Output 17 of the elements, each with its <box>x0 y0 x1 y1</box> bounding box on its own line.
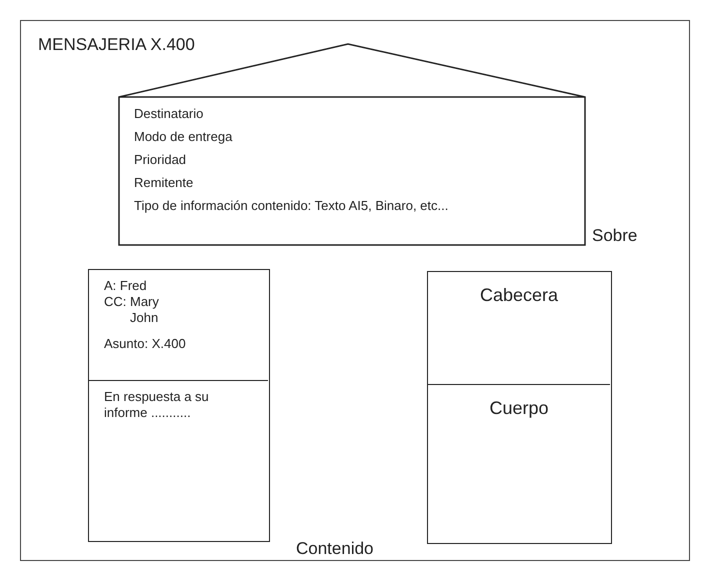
field-text: Prioridad <box>134 152 188 168</box>
field-text: Remitente <box>134 175 194 191</box>
message-text: CC: Mary <box>104 294 160 310</box>
field-text: Destinatario <box>134 106 204 122</box>
message-box <box>88 269 270 542</box>
section-title: Cabecera <box>480 284 558 306</box>
envelope-label: Sobre <box>592 225 638 247</box>
diagram-title: MENSAJERIA X.400 <box>38 34 195 56</box>
group-label: Contenido <box>296 538 374 560</box>
message-text: A: Fred <box>104 278 148 294</box>
message-text: John <box>129 310 160 326</box>
section-title: Cuerpo <box>489 397 549 419</box>
field-text: Tipo de información contenido: Texto AI5, Binaro, etc... <box>134 198 448 214</box>
message-text: Asunto: X.400 <box>104 336 187 352</box>
message-box <box>427 271 612 544</box>
field-text: Modo de entrega <box>134 129 234 145</box>
message-text: En respuesta a su informe ........... <box>104 389 210 421</box>
